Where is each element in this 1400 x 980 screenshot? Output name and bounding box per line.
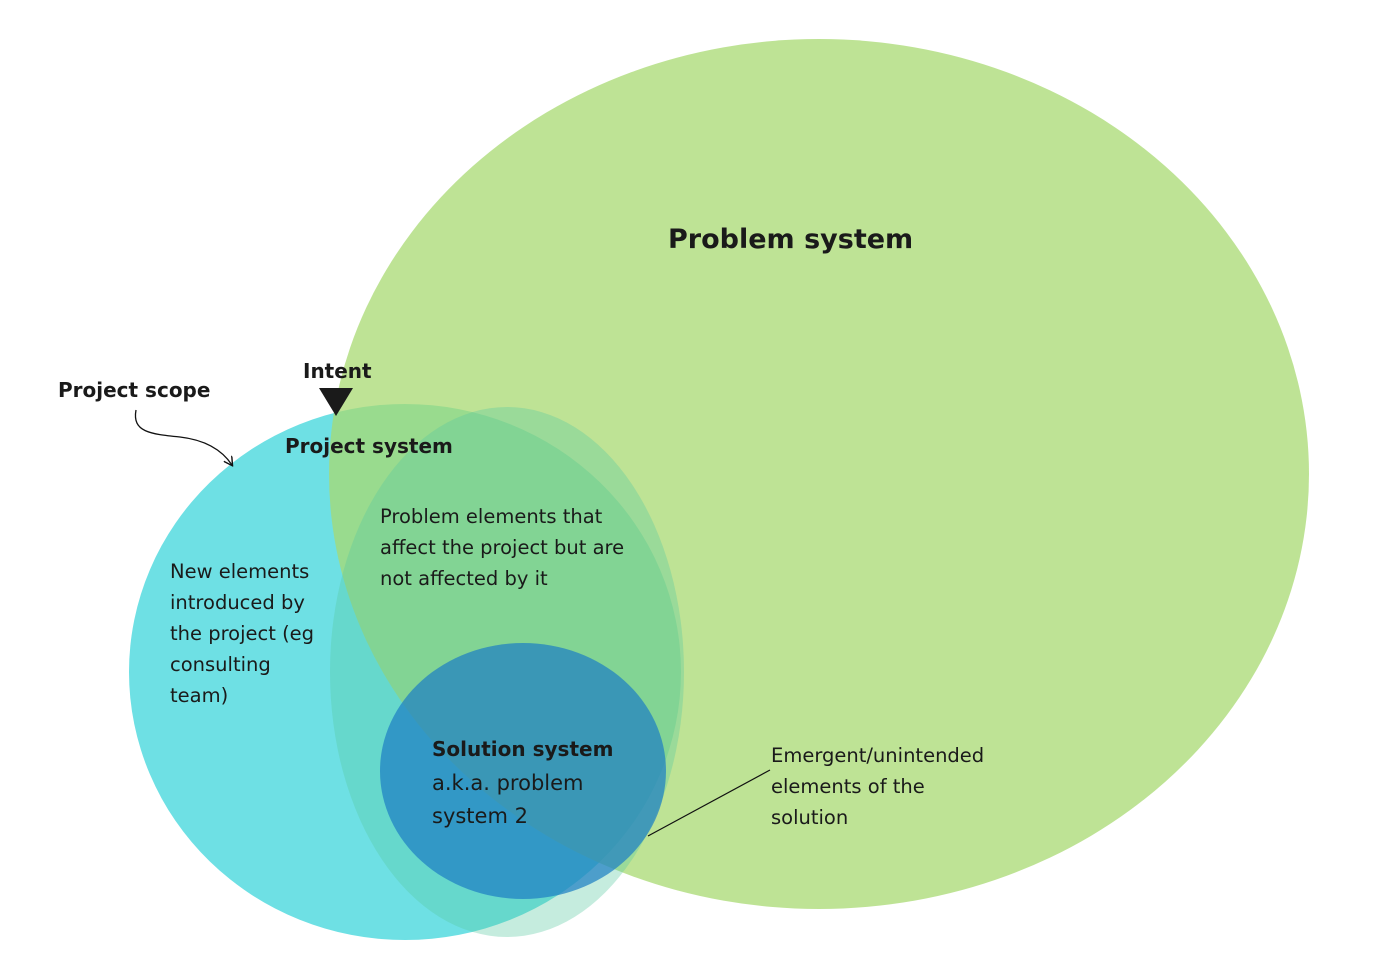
problem-elements-line: affect the project but are	[380, 536, 625, 559]
problem-elements-line: Problem elements that	[380, 505, 603, 528]
new-elements-line: New elements	[170, 560, 310, 583]
solution-system-label: Solution system	[432, 737, 614, 761]
new-elements-line: introduced by	[170, 591, 305, 614]
solution-aka-line: system 2	[432, 804, 528, 828]
solution-system-ellipse	[380, 643, 666, 899]
solution-system-aka: a.k.a. problem system 2	[432, 767, 584, 833]
problem-elements-description: Problem elements that affect the project…	[380, 501, 624, 594]
project-system-label: Project system	[285, 434, 453, 458]
project-scope-arrow	[134, 409, 232, 465]
emergent-leader-line	[647, 769, 771, 837]
new-elements-description: New elements introduced by the project (…	[170, 556, 314, 711]
project-scope-label: Project scope	[58, 378, 211, 402]
emergent-elements-line: elements of the	[771, 775, 925, 798]
emergent-elements-description: Emergent/unintended elements of the solu…	[771, 740, 984, 833]
problem-system-label: Problem system	[668, 224, 914, 255]
intent-marker-icon	[319, 388, 353, 416]
new-elements-line: team)	[170, 684, 229, 707]
emergent-elements-line: solution	[771, 806, 849, 829]
new-elements-line: the project (eg	[170, 622, 315, 645]
problem-elements-line: not affected by it	[380, 567, 548, 590]
intent-label: Intent	[303, 359, 372, 383]
emergent-elements-line: Emergent/unintended	[771, 744, 985, 767]
new-elements-line: consulting	[170, 653, 271, 676]
solution-aka-line: a.k.a. problem	[432, 771, 584, 795]
